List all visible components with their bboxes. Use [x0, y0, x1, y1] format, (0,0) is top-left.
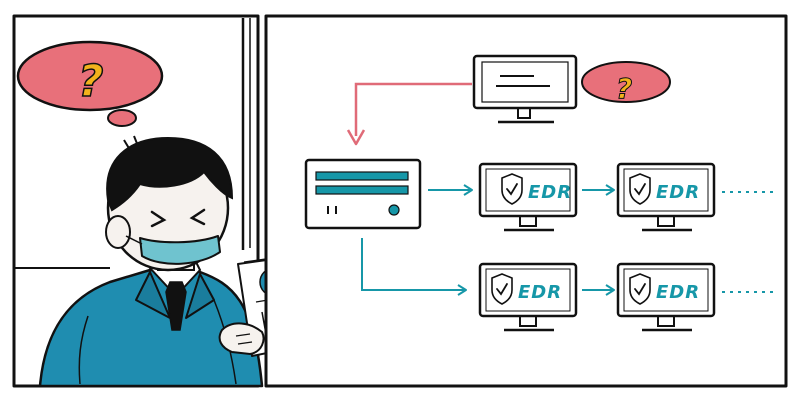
shield-check-icon — [629, 173, 651, 205]
edr-label: EDR — [656, 182, 700, 203]
right-panel: ? — [264, 14, 788, 388]
server-icon — [304, 158, 422, 230]
pink-arrow — [346, 82, 472, 146]
left-panel: ? — [12, 14, 315, 388]
edr-monitor: EDR — [616, 262, 716, 332]
question-mark-icon: ? — [616, 72, 632, 105]
edr-label: EDR — [528, 182, 572, 203]
question-mark-icon: ? — [78, 56, 104, 107]
question-bubble: ? — [581, 61, 671, 106]
edr-label: EDR — [518, 282, 562, 303]
edr-monitor: EDR — [616, 162, 716, 232]
shield-check-icon — [491, 273, 513, 305]
computer-monitor-icon — [472, 54, 578, 124]
shield-check-icon — [629, 273, 651, 305]
shield-check-icon — [501, 173, 523, 205]
edr-monitor: EDR — [478, 262, 578, 332]
edr-monitor: EDR — [478, 162, 578, 232]
teal-arrows — [361, 184, 774, 296]
thought-bubble: ? — [16, 40, 164, 127]
edr-label: EDR — [656, 282, 700, 303]
